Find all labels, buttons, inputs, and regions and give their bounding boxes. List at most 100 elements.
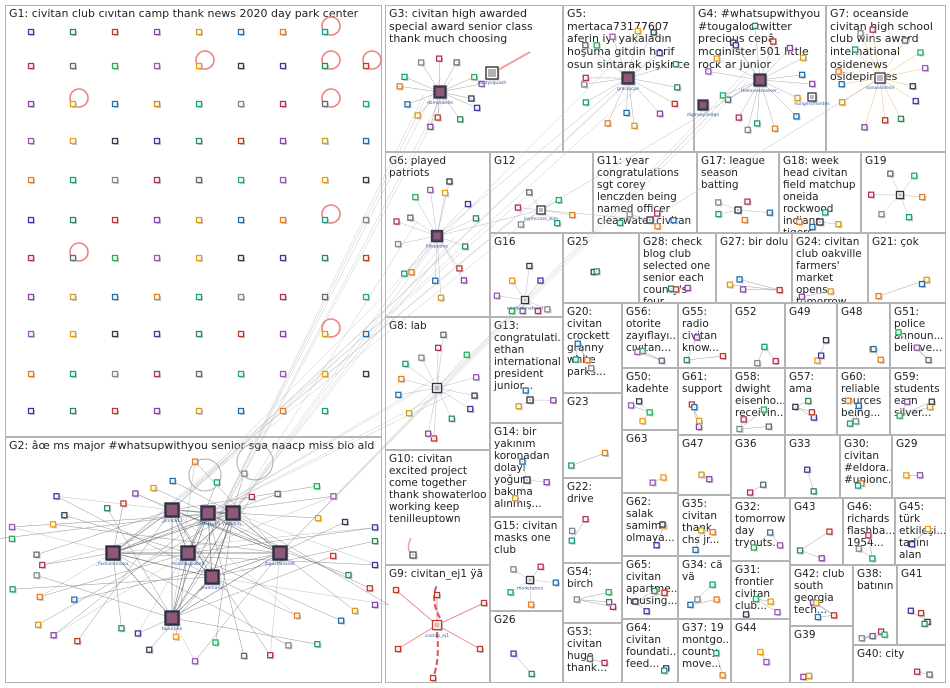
group-pane-g40: G40: city xyxy=(853,645,946,683)
group-label-g4: G4: #whatsupwithyou #tougalootwitter pre… xyxy=(698,7,821,71)
group-label-g46: G46: richards flashba... 1954... xyxy=(847,501,895,550)
group-label-g52: G52 xyxy=(735,306,757,318)
group-label-g18: G18: week head civitan field matchup one… xyxy=(783,155,856,232)
group-pane-g28: G28: check blog club selected one senior… xyxy=(639,233,716,303)
group-label-g63: G63 xyxy=(626,433,648,445)
group-pane-g59: G59: students earn silver... xyxy=(890,368,946,435)
group-pane-g24: G24: civitan club oakville farmers' mark… xyxy=(792,233,868,303)
group-pane-g41: G41 xyxy=(897,565,946,645)
group-label-g44: G44 xyxy=(735,622,757,634)
group-pane-g9: G9: civitan_ej1 ÿã xyxy=(385,565,490,683)
group-pane-g10: G10: civitan excited project come togeth… xyxy=(385,450,490,565)
group-pane-g21: G21: çok xyxy=(868,233,946,303)
group-label-g35: G35: civitan thank chs jr... xyxy=(682,498,720,547)
group-label-g5: G5: mertaca73177607 aferin iyi yakaladın… xyxy=(567,7,690,71)
group-label-g54: G54: birch xyxy=(567,566,594,591)
group-pane-g54: G54: birch xyxy=(563,563,622,623)
group-pane-g52: G52 xyxy=(731,303,785,368)
group-label-g28: G28: check blog club selected one senior… xyxy=(643,236,711,303)
group-label-g61: G61: support xyxy=(682,371,723,396)
group-pane-g47: G47 xyxy=(678,435,731,495)
group-pane-g23: G23 xyxy=(563,393,622,478)
group-label-g58: G58: dwight eisenho... receivin... xyxy=(735,371,785,420)
group-label-g49: G49 xyxy=(789,306,811,318)
group-pane-g6: G6: played patriots xyxy=(385,152,490,317)
group-pane-g63: G63 xyxy=(622,430,678,493)
group-label-g27: G27: bir dolu xyxy=(720,236,789,248)
group-pane-g19: G19 xyxy=(861,152,946,233)
group-label-g3: G3: civitan high awarded special award s… xyxy=(389,7,533,46)
group-label-g29: G29 xyxy=(896,438,918,450)
group-label-g33: G33 xyxy=(789,438,811,450)
group-label-g6: G6: played patriots xyxy=(389,155,447,180)
group-label-g32: G32: tomorrow day tryouts... xyxy=(735,501,786,550)
group-label-g42: G42: club south georgia tech... xyxy=(794,568,845,617)
group-pane-g43: G43 xyxy=(790,498,843,565)
group-label-g59: G59: students earn silver... xyxy=(894,371,940,420)
group-label-g48: G48 xyxy=(841,306,863,318)
group-label-g60: G60: reliable sources being... xyxy=(841,371,882,420)
group-label-g26: G26 xyxy=(494,614,516,626)
group-label-g8: G8: lab xyxy=(389,320,427,332)
group-pane-g45: G45: türk etkileşi... tadını alan ve... xyxy=(895,498,946,565)
group-label-g12: G12 xyxy=(494,155,516,167)
group-pane-g48: G48 xyxy=(837,303,890,368)
group-pane-g55: G55: radio civitan know... xyxy=(678,303,731,368)
group-label-g2: G2: âœ ms major #whatsupwithyou senior s… xyxy=(9,439,375,452)
group-pane-g1: G1: civitan club cıvıtan camp thank news… xyxy=(5,5,382,437)
group-label-g47: G47 xyxy=(682,438,704,450)
group-pane-g29: G29 xyxy=(892,435,946,498)
group-pane-g56: G56: otorite zayıflayı... cıvıtan... xyxy=(622,303,678,368)
group-label-g1: G1: civitan club cıvıtan camp thank news… xyxy=(9,7,359,20)
group-pane-g44: G44 xyxy=(731,619,790,683)
group-label-g64: G64: civitan foundati... feed... xyxy=(626,622,678,671)
group-pane-g5: G5: mertaca73177607 aferin iyi yakaladın… xyxy=(563,5,694,152)
group-pane-g62: G62: salak samimi olmaya... xyxy=(622,493,678,556)
group-pane-g61: G61: support xyxy=(678,368,731,435)
group-pane-g65: G65: civitan apartme... housing... xyxy=(622,556,678,619)
group-label-g55: G55: radio civitan know... xyxy=(682,306,719,355)
group-pane-g20: G20: civitan crockett granny white parks… xyxy=(563,303,622,393)
group-label-g57: G57: ama xyxy=(789,371,815,396)
group-label-g23: G23 xyxy=(567,396,589,408)
group-label-g31: G31: frontier civitan club... xyxy=(735,564,774,613)
group-pane-g27: G27: bir dolu xyxy=(716,233,792,303)
group-pane-g37: G37: 19 montgo... county move... xyxy=(678,619,731,683)
group-pane-g26: G26 xyxy=(490,611,563,683)
group-pane-g11: G11: year congratulations sgt corey lenc… xyxy=(593,152,697,233)
group-label-g17: G17: league season batting xyxy=(701,155,765,192)
group-pane-g2: G2: âœ ms major #whatsupwithyou senior s… xyxy=(5,437,382,683)
group-label-g50: G50: kadehte xyxy=(626,371,669,396)
group-pane-g22: G22: drive xyxy=(563,478,622,563)
group-label-g36: G36 xyxy=(735,438,757,450)
group-pane-g35: G35: civitan thank chs jr... xyxy=(678,495,731,556)
group-pane-g32: G32: tomorrow day tryouts... xyxy=(731,498,790,561)
group-label-g38: G38: batının xyxy=(857,568,894,593)
group-pane-g17: G17: league season batting xyxy=(697,152,779,233)
group-label-g7: G7: oceanside civitan high school club w… xyxy=(830,7,933,84)
group-label-g34: G34: cä vä xyxy=(682,559,723,584)
group-pane-g50: G50: kadehte xyxy=(622,368,678,430)
group-pane-g42: G42: club south georgia tech... xyxy=(790,565,853,626)
group-pane-g12: G12 xyxy=(490,152,593,233)
group-pane-g25: G25 xyxy=(563,233,639,303)
group-pane-g34: G34: cä vä xyxy=(678,556,731,619)
group-label-g24: G24: civitan club oakville farmers' mark… xyxy=(796,236,862,303)
group-label-g41: G41 xyxy=(901,568,923,580)
group-label-g20: G20: civitan crockett granny white parks… xyxy=(567,306,610,379)
group-label-g51: G51: police announ... believe... xyxy=(894,306,944,355)
group-label-g14: G14: bir yakınım koronadan dolayı yoğun … xyxy=(494,426,550,511)
group-label-g30: G30: civitan #eldora... #unionc... xyxy=(844,438,892,487)
group-label-g43: G43 xyxy=(794,501,816,513)
group-label-g39: G39 xyxy=(794,629,816,641)
group-pane-g36: G36 xyxy=(731,435,785,498)
group-pane-g39: G39 xyxy=(790,626,853,683)
group-pane-g18: G18: week head civitan field matchup one… xyxy=(779,152,861,233)
group-label-g10: G10: civitan excited project come togeth… xyxy=(389,453,487,526)
group-label-g22: G22: drive xyxy=(567,481,594,506)
group-pane-g57: G57: ama xyxy=(785,368,837,435)
group-pane-g13: G13: congratulati... ethan international… xyxy=(490,317,563,423)
group-label-g13: G13: congratulati... ethan international… xyxy=(494,320,563,393)
group-label-g15: G15: civitan masks one club xyxy=(494,520,558,557)
